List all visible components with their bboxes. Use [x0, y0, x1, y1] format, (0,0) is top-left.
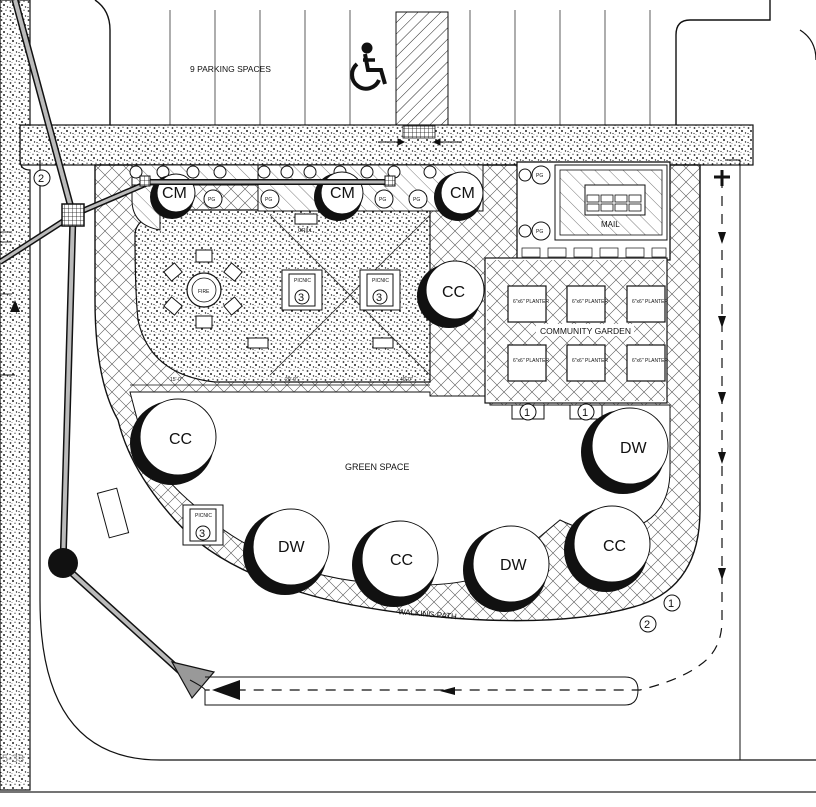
svg-text:6"x6" PLANTER: 6"x6" PLANTER [513, 299, 549, 305]
sheet-ref: 5-33 [2, 753, 24, 765]
community-garden: 6"x6" PLANTER 6"x6" PLANTER 6"x6" PLANTE… [484, 257, 668, 404]
svg-text:FIRE: FIRE [198, 289, 210, 295]
picnic-table-1: 3 PICNIC [281, 269, 323, 311]
parking-label: 9 PARKING SPACES [190, 64, 271, 74]
flow-path [10, 170, 730, 706]
svg-text:PG: PG [379, 197, 386, 203]
entry-marks [378, 138, 462, 146]
tree-cm-3: CM [434, 171, 484, 221]
svg-text:DW: DW [620, 440, 648, 457]
svg-text:PG: PG [536, 229, 543, 235]
svg-text:PICNIC: PICNIC [372, 278, 389, 284]
sidewalk-top [19, 124, 754, 166]
picnic-table-2: 3 PICNIC [359, 269, 401, 311]
svg-text:CM: CM [162, 185, 187, 202]
side-marks [0, 231, 12, 295]
keynote-markers: 1 1 1 2 2 [33, 169, 681, 633]
svg-text:CM: CM [450, 185, 475, 202]
svg-text:6"x6" PLANTER: 6"x6" PLANTER [572, 358, 608, 364]
tree-cc-1: CC [417, 260, 485, 328]
fire-pit: FIRE [163, 249, 243, 329]
community-garden-label: COMMUNITY GARDEN [540, 326, 631, 336]
svg-text:PG: PG [265, 197, 272, 203]
tree-cc-3: CC [352, 520, 439, 607]
svg-text:6"x6" PLANTER: 6"x6" PLANTER [513, 358, 549, 364]
grill [294, 213, 318, 225]
svg-text:DW: DW [278, 539, 306, 556]
utility-lines [0, 0, 396, 700]
svg-text:2: 2 [38, 173, 44, 185]
svg-text:1: 1 [668, 598, 674, 610]
svg-text:6"x6" PLANTER: 6"x6" PLANTER [572, 299, 608, 305]
svg-text:PICNIC: PICNIC [294, 278, 311, 284]
svg-text:1: 1 [524, 407, 530, 419]
svg-text:3: 3 [298, 292, 304, 304]
svg-text:6"x6" PLANTER: 6"x6" PLANTER [632, 299, 668, 305]
svg-text:2: 2 [644, 619, 650, 631]
svg-text:MAIL: MAIL [601, 220, 620, 229]
tree-dw-1: DW [581, 407, 669, 494]
sidewalk-left [0, 0, 31, 791]
svg-text:6"x6" PLANTER: 6"x6" PLANTER [632, 358, 668, 364]
svg-text:PG: PG [413, 197, 420, 203]
svg-text:PICNIC: PICNIC [195, 513, 212, 519]
tree-cc-4: CC [564, 505, 651, 592]
svg-text:DW: DW [500, 557, 528, 574]
svg-text:3: 3 [376, 292, 382, 304]
bench [96, 487, 130, 539]
svg-text:CC: CC [390, 552, 413, 569]
svg-text:CC: CC [442, 284, 465, 301]
svg-text:1: 1 [582, 407, 588, 419]
svg-text:CM: CM [330, 185, 355, 202]
svg-text:PG: PG [208, 197, 215, 203]
dimension-1: 15'-0" [170, 377, 183, 383]
svg-text:CC: CC [603, 538, 626, 555]
green-space-label: GREEN SPACE [345, 462, 409, 472]
dimension-3: 40'-0" [400, 377, 413, 383]
svg-text:PG: PG [536, 173, 543, 179]
tree-cc-2: CC [130, 398, 217, 485]
svg-text:3: 3 [199, 528, 205, 540]
tree-dw-3: DW [463, 525, 550, 612]
parking-lot: 9 PARKING SPACES [94, 0, 816, 126]
tree-dw-2: DW [243, 508, 330, 595]
svg-text:CC: CC [169, 431, 192, 448]
svg-text:GRILL: GRILL [298, 228, 313, 234]
picnic-table-3: 3 PICNIC [182, 504, 224, 546]
dimension-2: 20'-0" [285, 377, 298, 383]
accessible-icon [350, 42, 387, 91]
mail-kiosk: MAIL [516, 161, 671, 261]
